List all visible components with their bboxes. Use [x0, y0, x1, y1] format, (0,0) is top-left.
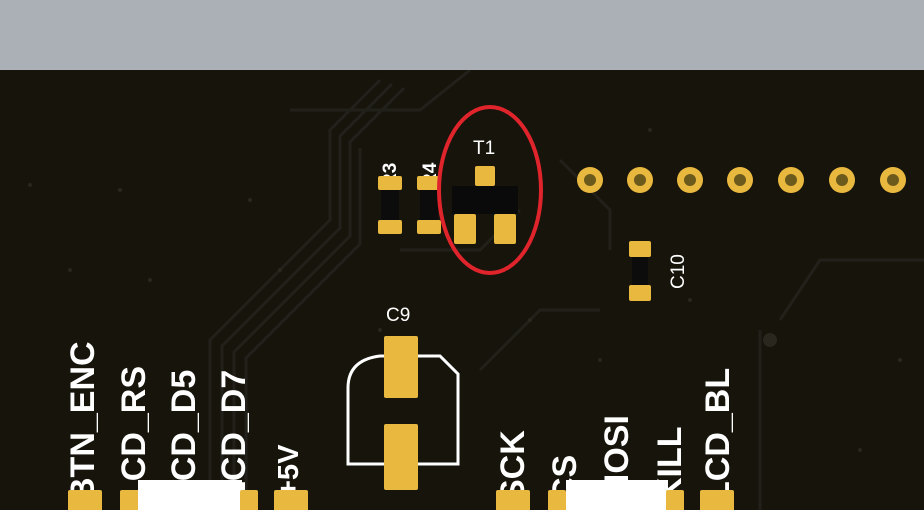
- capacitor-c9-pad-bottom: [384, 424, 418, 490]
- header-pin: [880, 167, 906, 193]
- connector-pad: [120, 490, 140, 510]
- connector-silk-block: [138, 480, 242, 510]
- connector-pad: [496, 490, 530, 510]
- label-lcd-bl: LCD_BL: [699, 367, 737, 502]
- pcb-board: R3 R4 T1 C10 C9 BTN_ENC: [0, 70, 924, 510]
- connector-pad: [68, 490, 102, 510]
- connector-silk-block: [566, 480, 668, 510]
- label-btn-enc: BTN_ENC: [64, 341, 102, 502]
- header-pin: [727, 167, 753, 193]
- connector-pad: [240, 490, 258, 510]
- resistor-r4: [417, 176, 441, 234]
- capacitor-c10: [629, 241, 651, 301]
- resistor-r3: [378, 176, 402, 234]
- header-pin: [627, 167, 653, 193]
- header-pin: [677, 167, 703, 193]
- pcb-traces: [28, 70, 924, 510]
- header-pin: [577, 167, 603, 193]
- header-pin: [778, 167, 804, 193]
- header-pin: [829, 167, 855, 193]
- label-c9: C9: [386, 305, 411, 326]
- connector-pad: [666, 490, 684, 510]
- capacitor-c9-outline: [346, 354, 460, 466]
- connector-pad: [274, 490, 308, 510]
- connector-pad: [548, 490, 566, 510]
- capacitor-c9-pad-top: [384, 336, 418, 398]
- connector-pad: [700, 490, 734, 510]
